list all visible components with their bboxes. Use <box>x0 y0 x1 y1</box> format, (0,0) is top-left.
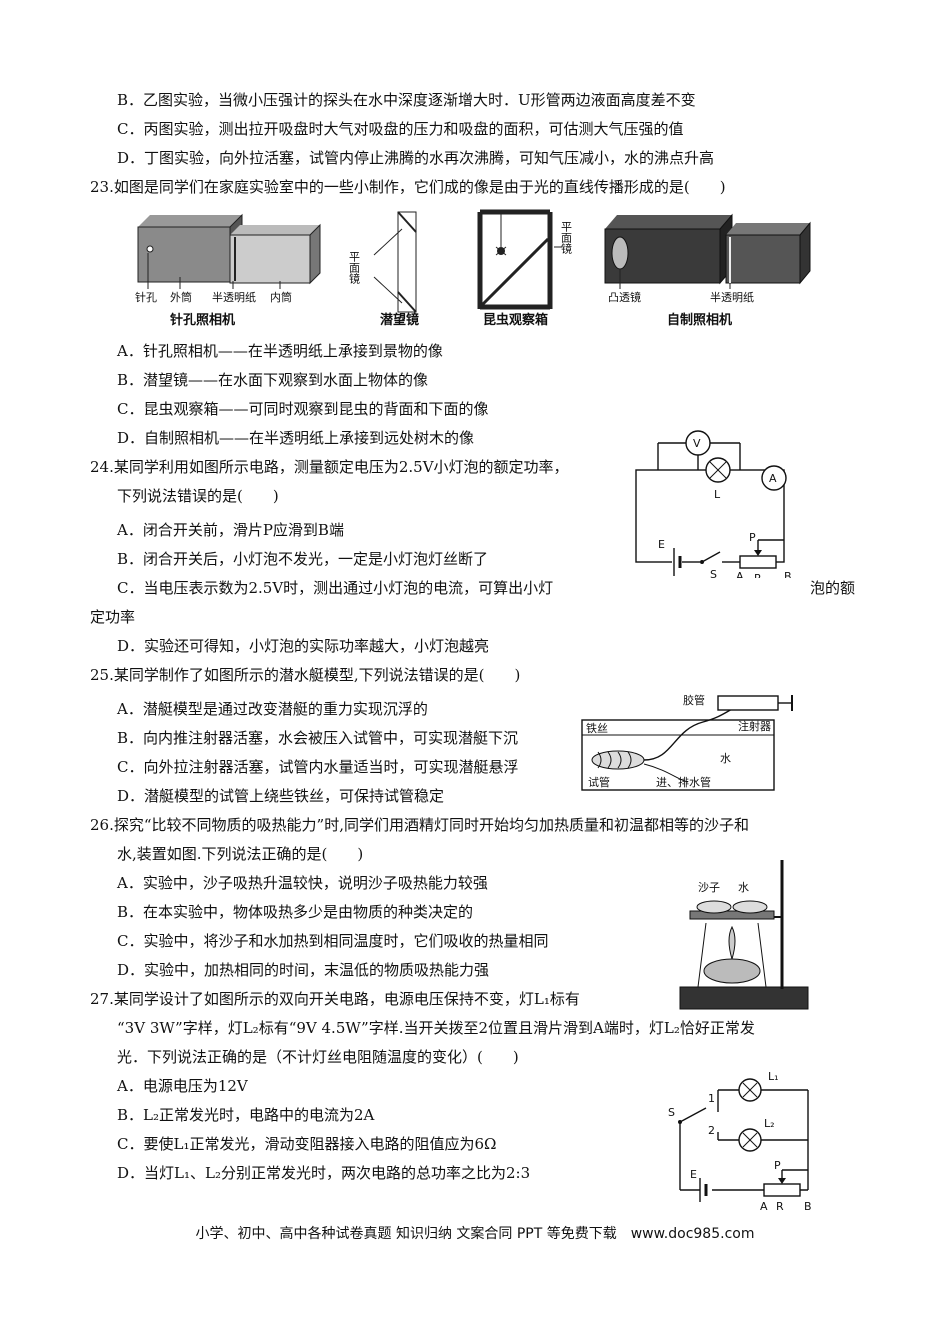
q23-option-d: D．自制照相机——在半透明纸上承接到远处树木的像 <box>117 429 475 447</box>
position-1-label: 1 <box>708 1092 715 1105</box>
insect-box-label: 平面镜 <box>560 221 573 255</box>
hose-label: 胶管 <box>683 693 705 707</box>
rheostat-label: R <box>776 1200 784 1213</box>
q26-option-c: C．实验中，将沙子和水加热到相同温度时，它们吸收的热量相同 <box>117 932 549 950</box>
pinhole-label-paper: 半透明纸 <box>212 290 256 304</box>
slider-label: P <box>774 1159 781 1172</box>
q22-option-c: C．丙图实验，测出拉开吸盘时大气对吸盘的压力和吸盘的面积，可估测大气压强的值 <box>117 120 684 138</box>
pinhole-camera-illustration <box>137 213 321 289</box>
homemade-camera-illustration <box>604 213 811 289</box>
q24-option-a: A．闭合开关前，滑片P应滑到B端 <box>117 521 344 539</box>
battery-label: E <box>690 1168 697 1181</box>
q25-option-d: D．潜艇模型的试管上绕些铁丝，可保持试管稳定 <box>117 787 445 805</box>
q26-heating-apparatus: 沙子 水 <box>679 860 809 1010</box>
q23-figure: 针孔 外筒 半透明纸 内筒 针孔照相机 平面镜 潜望镜 平面镜 昆虫观察箱 <box>135 209 811 328</box>
battery-label: E <box>658 538 665 551</box>
q24-option-b: B．闭合开关后，小灯泡不发光，一定是小灯泡灯丝断了 <box>117 550 489 568</box>
q27-option-d: D．当灯L₁、L₂分别正常发光时，两次电路的总功率之比为2:3 <box>117 1164 531 1182</box>
terminal-b-label: B <box>804 1200 812 1213</box>
q23-option-a: A．针孔照相机——在半透明纸上承接到景物的像 <box>117 342 443 360</box>
q24-option-c: C．当电压表示数为2.5V时，测出通过小灯泡的电流，可算出小灯 <box>117 579 554 597</box>
q23-option-c: C．昆虫观察箱——可同时观察到昆虫的背面和下面的像 <box>117 400 489 418</box>
q24-stem-cont: 下列说法错误的是( ) <box>117 487 279 505</box>
periscope-caption: 潜望镜 <box>380 312 419 328</box>
voltmeter-label: V <box>693 437 701 450</box>
q22-option-b: B．乙图实验，当微小压强计的探头在水中深度逐渐增大时．U形管两边液面高度差不变 <box>117 91 696 109</box>
ammeter-label: A <box>769 472 777 485</box>
periscope-label: 平面镜 <box>348 251 361 285</box>
q25-option-b: B．向内推注射器活塞，水会被压入试管中，可实现潜艇下沉 <box>117 729 519 747</box>
pinhole-label-pinhole: 针孔 <box>135 290 157 304</box>
syringe-label: 注射器 <box>738 719 771 733</box>
q26-option-d: D．实验中，加热相同的时间，末温低的物质吸热能力强 <box>117 961 490 979</box>
switch-label: S <box>668 1106 675 1119</box>
sand-label: 沙子 <box>698 881 720 894</box>
test-tube-label: 试管 <box>588 775 610 789</box>
q23-option-b: B．潜望镜——在水面下观察到水面上物体的像 <box>117 371 429 389</box>
q25-stem: 25.某同学制作了如图所示的潜水艇模型,下列说法错误的是( ) <box>90 666 521 684</box>
rheostat-label: R <box>754 572 762 578</box>
switch-label: S <box>710 568 717 578</box>
water-label: 水 <box>720 752 731 765</box>
q27-option-a: A．电源电压为12V <box>117 1077 248 1095</box>
lamp-1-label: L₁ <box>768 1072 779 1083</box>
q26-stem-cont: 水,装置如图.下列说法正确的是( ) <box>117 845 364 863</box>
page-footer: 小学、初中、高中各种试卷真题 知识归纳 文案合同 PPT 等免费下载 www.d… <box>195 1226 755 1242</box>
iron-wire-label: 铁丝 <box>586 722 608 735</box>
q24-circuit-diagram: V L A E S P A B R <box>635 430 792 578</box>
pinhole-label-inner-tube: 内筒 <box>270 290 292 304</box>
q25-option-a: A．潜艇模型是通过改变潜艇的重力实现沉浮的 <box>117 700 428 718</box>
insect-box-caption: 昆虫观察箱 <box>483 312 548 328</box>
q24-stem: 24.某同学利用如图所示电路，测量额定电压为2.5V小灯泡的额定功率， <box>90 458 569 476</box>
q25-submarine-diagram: 胶管 铁丝 注射器 水 试管 进、排水管 <box>581 693 793 791</box>
terminal-b-label: B <box>784 570 792 578</box>
pinhole-caption: 针孔照相机 <box>169 312 235 328</box>
q26-option-b: B．在本实验中，物体吸热多少是由物质的种类决定的 <box>117 903 474 921</box>
q27-stem-cont2: 光．下列说法正确的是（不计灯丝电阻随温度的变化）( ) <box>117 1048 519 1066</box>
camera-label-paper: 半透明纸 <box>710 290 754 304</box>
q24-option-c-cont: 定功率 <box>90 608 136 626</box>
pinhole-label-outer-tube: 外筒 <box>170 290 192 304</box>
camera-caption: 自制照相机 <box>667 312 732 328</box>
drain-pipe-label: 进、排水管 <box>656 775 711 789</box>
slider-label: P <box>749 531 756 544</box>
q27-option-b: B．L₂正常发光时，电路中的电流为2A <box>117 1106 375 1124</box>
q27-option-c: C．要使L₁正常发光，滑动变阻器接入电路的阻值应为6Ω <box>117 1135 497 1153</box>
q24-option-c-tail: 泡的额 <box>810 579 856 597</box>
lamp-label: L <box>714 488 721 501</box>
water-label: 水 <box>738 881 749 894</box>
position-2-label: 2 <box>708 1124 715 1137</box>
terminal-a-label: A <box>736 570 744 578</box>
q22-option-d: D．丁图实验，向外拉活塞，试管内停止沸腾的水再次沸腾，可知气压减小，水的沸点升高 <box>117 149 715 167</box>
q26-stem: 26.探究“比较不同物质的吸热能力”时,同学们用酒精灯同时开始均匀加热质量和初温… <box>90 816 749 834</box>
camera-label-lens: 凸透镜 <box>608 290 641 304</box>
q26-option-a: A．实验中，沙子吸热升温较快，说明沙子吸热能力较强 <box>117 874 488 892</box>
q24-option-d: D．实验还可得知，小灯泡的实际功率越大，小灯泡越亮 <box>117 637 490 655</box>
periscope-illustration <box>373 211 417 313</box>
q23-stem: 23.如图是同学们在家庭实验室中的一些小制作，它们成的像是由于光的直线传播形成的… <box>90 178 726 196</box>
q25-option-c: C．向外拉注射器活塞，试管内水量适当时，可实现潜艇悬浮 <box>117 758 519 776</box>
q27-stem: 27.某同学设计了如图所示的双向开关电路，电源电压保持不变，灯L₁标有 <box>90 990 580 1008</box>
q27-stem-cont1: “3V 3W”字样，灯L₂标有“9V 4.5W”字样.当开关拨至2位置且滑片滑到… <box>117 1019 755 1037</box>
terminal-a-label: A <box>760 1200 768 1213</box>
insect-box-illustration <box>477 209 562 310</box>
q27-circuit-diagram: S 1 2 L₁ L₂ E P A R B <box>668 1072 812 1213</box>
lamp-2-label: L₂ <box>764 1117 775 1130</box>
